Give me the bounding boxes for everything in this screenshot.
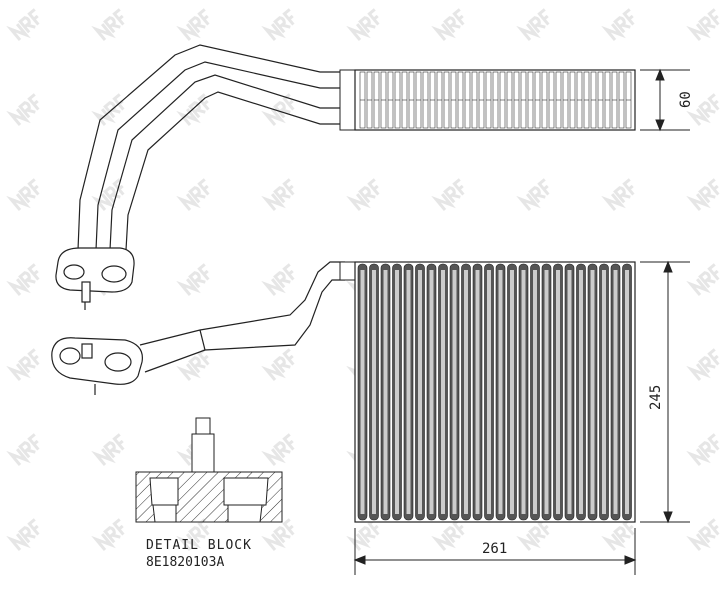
core-tube-highlight (579, 270, 583, 514)
detail-title: DETAIL BLOCK (146, 538, 252, 553)
core-tube-highlight (567, 270, 572, 514)
dimension-core-width (353, 528, 637, 575)
top-view-pipes (77, 44, 340, 251)
watermark-logo (176, 263, 210, 296)
watermark-logo (6, 518, 40, 551)
watermark-logo (516, 178, 550, 211)
watermark-logo (176, 93, 210, 126)
watermark-logo (6, 93, 40, 126)
watermark-logo (261, 518, 295, 551)
watermark-logo (601, 518, 635, 551)
evaporator-top-view (339, 69, 636, 131)
core-tube-highlight (429, 270, 434, 514)
detail-part-number: 8E1820103A (146, 555, 224, 570)
watermark-logo (686, 433, 720, 466)
watermark-logo (176, 8, 210, 41)
core-tube-highlight (625, 270, 629, 514)
evaporator-core (339, 261, 636, 523)
core-tube-highlight (383, 270, 388, 514)
watermark-logo (601, 8, 635, 41)
watermark-logo (261, 348, 295, 381)
watermark-logo (261, 178, 295, 211)
dimension-height-top (640, 68, 690, 132)
watermark-logo (6, 263, 40, 296)
top-flange (55, 247, 135, 310)
core-tube-highlight (590, 270, 595, 514)
core-tube-highlight (441, 270, 445, 514)
watermark-logo (91, 433, 125, 466)
watermark-logo (686, 348, 720, 381)
watermark-logo (91, 8, 125, 41)
watermark-logo (601, 178, 635, 211)
watermark-logo (431, 518, 465, 551)
watermark-logo (261, 8, 295, 41)
watermark-logo (261, 93, 295, 126)
watermark-logo (261, 433, 295, 466)
watermark-logo (431, 8, 465, 41)
watermark-logo (346, 518, 380, 551)
core-tube-highlight (602, 270, 606, 514)
core-tube-highlight (498, 270, 503, 514)
core-tube-highlight (372, 270, 376, 514)
watermark-logo (686, 178, 720, 211)
watermark-logo (91, 518, 125, 551)
dimension-label-60: 60 (678, 91, 694, 108)
watermark-logo (516, 518, 550, 551)
watermark-logo (431, 178, 465, 211)
watermark-logo (686, 263, 720, 296)
core-tube-highlight (510, 270, 514, 514)
dimension-label-261: 261 (482, 541, 507, 557)
watermark-logo (261, 263, 295, 296)
watermark-logo (176, 348, 210, 381)
bottom-flange (51, 337, 143, 395)
bottom-view-pipe (139, 261, 345, 373)
watermark-logo (686, 93, 720, 126)
watermark-logo (346, 178, 380, 211)
detail-block-section (135, 417, 283, 523)
core-tube-highlight (395, 270, 399, 514)
core-tube-highlight (521, 270, 526, 514)
core-tube-highlight (556, 270, 560, 514)
dimension-core-height (640, 260, 690, 524)
core-tube-highlight (452, 270, 457, 514)
watermark-logo (6, 348, 40, 381)
core-tube-highlight (464, 270, 468, 514)
watermark-logo (176, 518, 210, 551)
watermark-logo (6, 8, 40, 41)
core-tube-highlight (544, 270, 549, 514)
core-tube-highlight (613, 270, 618, 514)
watermark-logo (6, 433, 40, 466)
watermark-logo (176, 178, 210, 211)
core-tube-highlight (475, 270, 480, 514)
core-tube-highlight (406, 270, 411, 514)
watermark-logo (686, 518, 720, 551)
dimension-label-245: 245 (648, 385, 664, 410)
watermark-logo (516, 8, 550, 41)
watermark-logo (346, 8, 380, 41)
core-tube-highlight (487, 270, 491, 514)
core-tube-highlight (360, 270, 365, 514)
watermark-logo (686, 8, 720, 41)
core-tube-highlight (418, 270, 422, 514)
core-tube-highlight (533, 270, 537, 514)
watermark-logo (6, 178, 40, 211)
